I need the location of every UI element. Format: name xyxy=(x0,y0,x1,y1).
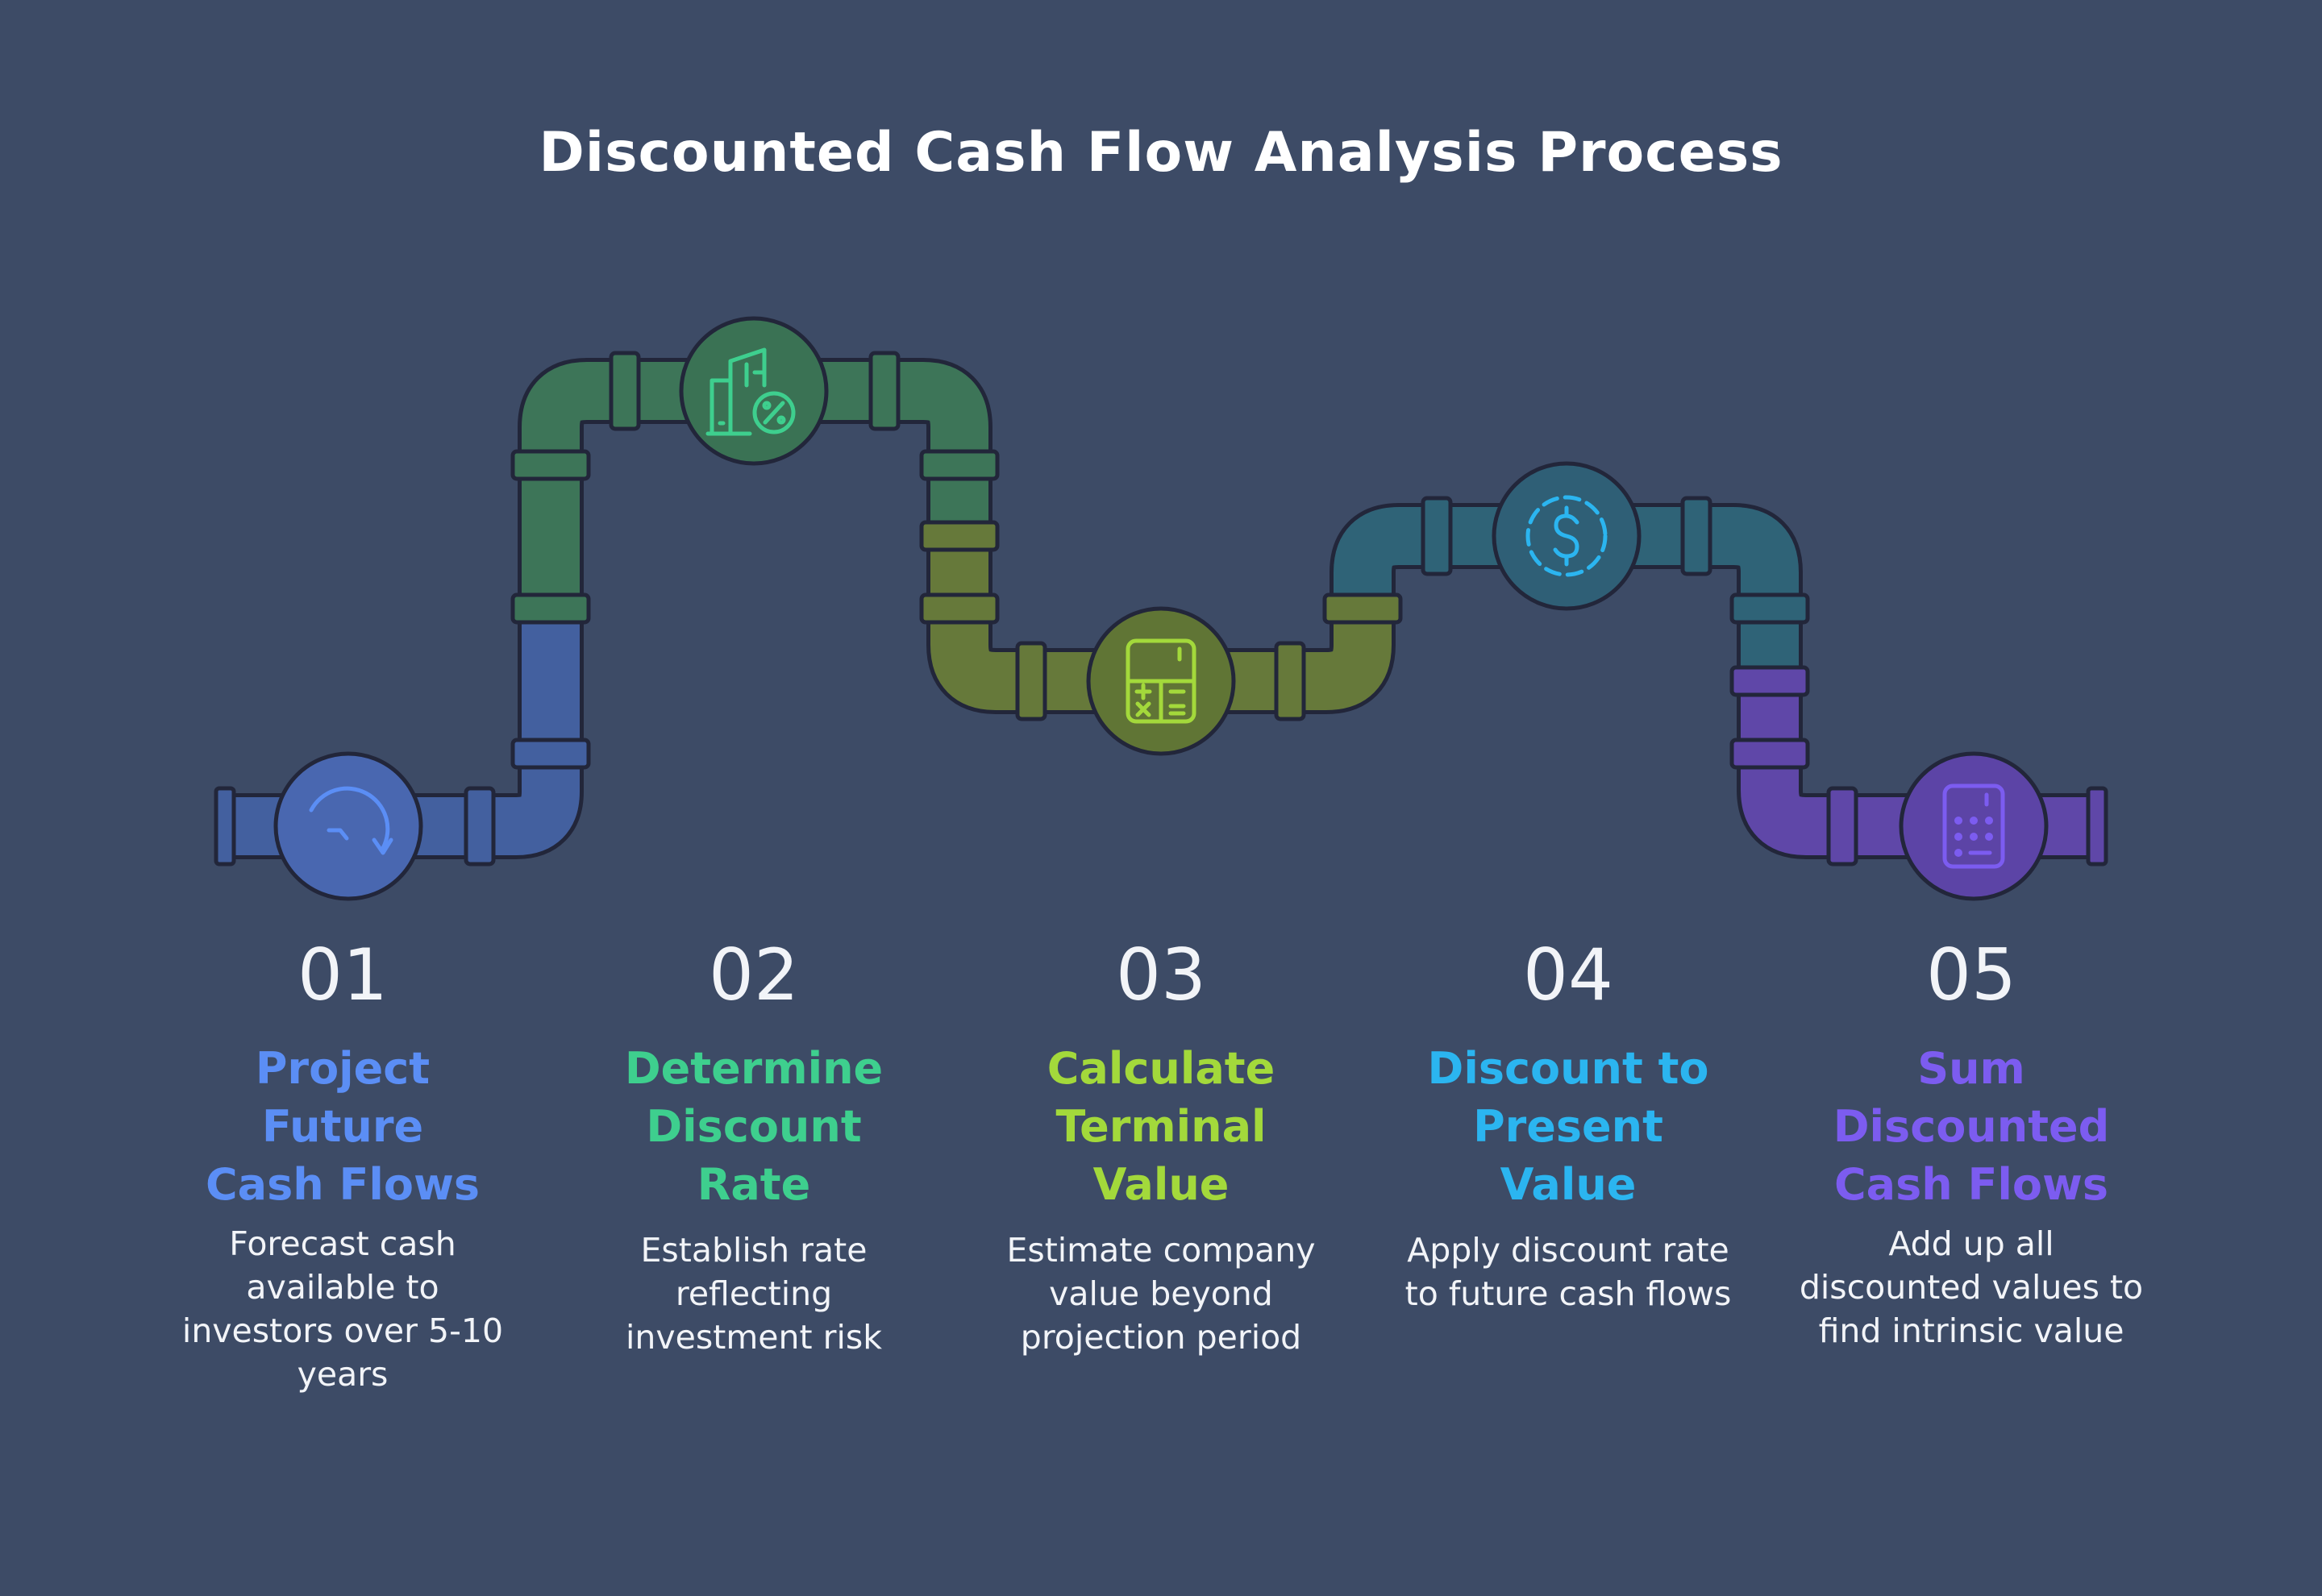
step-number: 02 xyxy=(709,933,799,1016)
keypad-calculator-icon xyxy=(1942,783,2005,869)
step-2-node xyxy=(679,316,829,466)
step-description: Estimate company value beyond projection… xyxy=(1006,1231,1316,1357)
clockwise-arrow-icon xyxy=(309,786,393,855)
step-4: 04 Discount to Present Value Apply disco… xyxy=(1375,935,1762,1315)
step-description: Add up all discounted values to find int… xyxy=(1799,1224,2144,1350)
pipe-end-flange-right xyxy=(2086,786,2108,867)
pipe-end-flange-left xyxy=(214,786,236,867)
step-number: 01 xyxy=(298,933,388,1016)
pipe-couplings-horizontal xyxy=(464,351,1858,867)
step-title: Determine Discount Rate xyxy=(624,1043,884,1210)
step-description: Establish rate reflecting investment ris… xyxy=(626,1231,882,1357)
step-3-node xyxy=(1086,606,1236,756)
step-5-node xyxy=(1899,751,2049,901)
step-number: 04 xyxy=(1523,933,1613,1016)
calculator-icon xyxy=(1126,638,1196,724)
step-number: 03 xyxy=(1116,933,1206,1016)
step-3: 03 Calculate Terminal Value Estimate com… xyxy=(968,935,1354,1359)
pipe-segment-1 xyxy=(226,613,584,859)
step-title: Calculate Terminal Value xyxy=(1047,1043,1275,1210)
step-title: Sum Discounted Cash Flows xyxy=(1833,1043,2110,1210)
step-4-node xyxy=(1492,461,1642,611)
dollar-coin-icon xyxy=(1525,495,1608,577)
step-description: Apply discount rate to future cash flows xyxy=(1404,1231,1732,1313)
step-number: 05 xyxy=(1926,933,2016,1016)
step-1-node xyxy=(273,751,423,901)
pipe-couplings-vertical xyxy=(510,449,1810,770)
step-5: 05 Sum Discounted Cash Flows Add up all … xyxy=(1778,935,2165,1353)
step-title: Project Future Cash Flows xyxy=(206,1043,480,1210)
step-title: Discount to Present Value xyxy=(1427,1043,1709,1210)
building-percent-icon xyxy=(705,347,796,436)
page-title: Discounted Cash Flow Analysis Process xyxy=(539,121,1783,185)
step-2: 02 Determine Discount Rate Establish rat… xyxy=(560,935,947,1359)
step-description: Forecast cash available to investors ove… xyxy=(181,1224,504,1394)
step-1: 01 Project Future Cash Flows Forecast ca… xyxy=(149,935,536,1396)
pipe-segment-5 xyxy=(1737,681,2096,859)
